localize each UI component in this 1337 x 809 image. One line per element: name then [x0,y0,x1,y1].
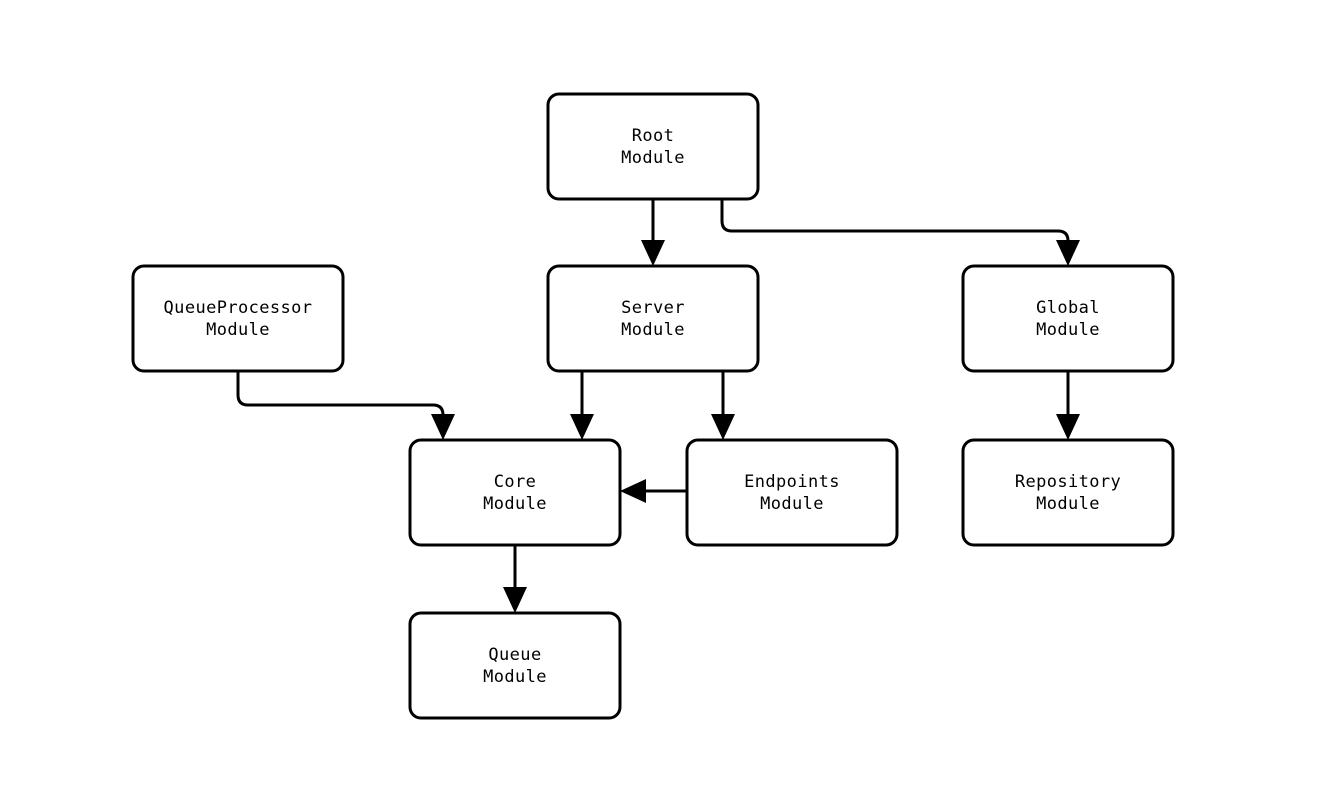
node-box-queue[interactable] [408,611,622,720]
edge-core-to-queue [503,545,527,613]
node-box-global[interactable] [961,264,1175,373]
edge-global-to-repository [1056,371,1080,440]
node-box-core[interactable] [408,438,622,547]
arrowhead-endpoints-to-core [620,479,646,503]
arrowhead-global-to-repository [1056,414,1080,440]
edge-server-to-endpoints [711,371,735,440]
arrowhead-core-to-queue [503,587,527,613]
edge-endpoints-to-core [620,479,687,503]
arrowhead-server-to-core [570,414,594,440]
edge-root-to-global [720,199,1080,266]
node-box-root[interactable] [546,92,760,201]
arrowhead-root-to-global [1056,240,1080,266]
edge-server-to-core [570,371,594,440]
node-box-endpoints[interactable] [685,438,899,547]
arrowhead-queueprocessor-to-core [431,414,455,440]
edge-queueprocessor-to-core [236,371,455,440]
node-box-repository[interactable] [961,438,1175,547]
arrowhead-server-to-endpoints [711,414,735,440]
node-box-queueprocessor[interactable] [131,264,345,373]
edge-root-to-server [641,199,665,266]
node-box-server[interactable] [546,264,760,373]
arrowhead-root-to-server [641,240,665,266]
